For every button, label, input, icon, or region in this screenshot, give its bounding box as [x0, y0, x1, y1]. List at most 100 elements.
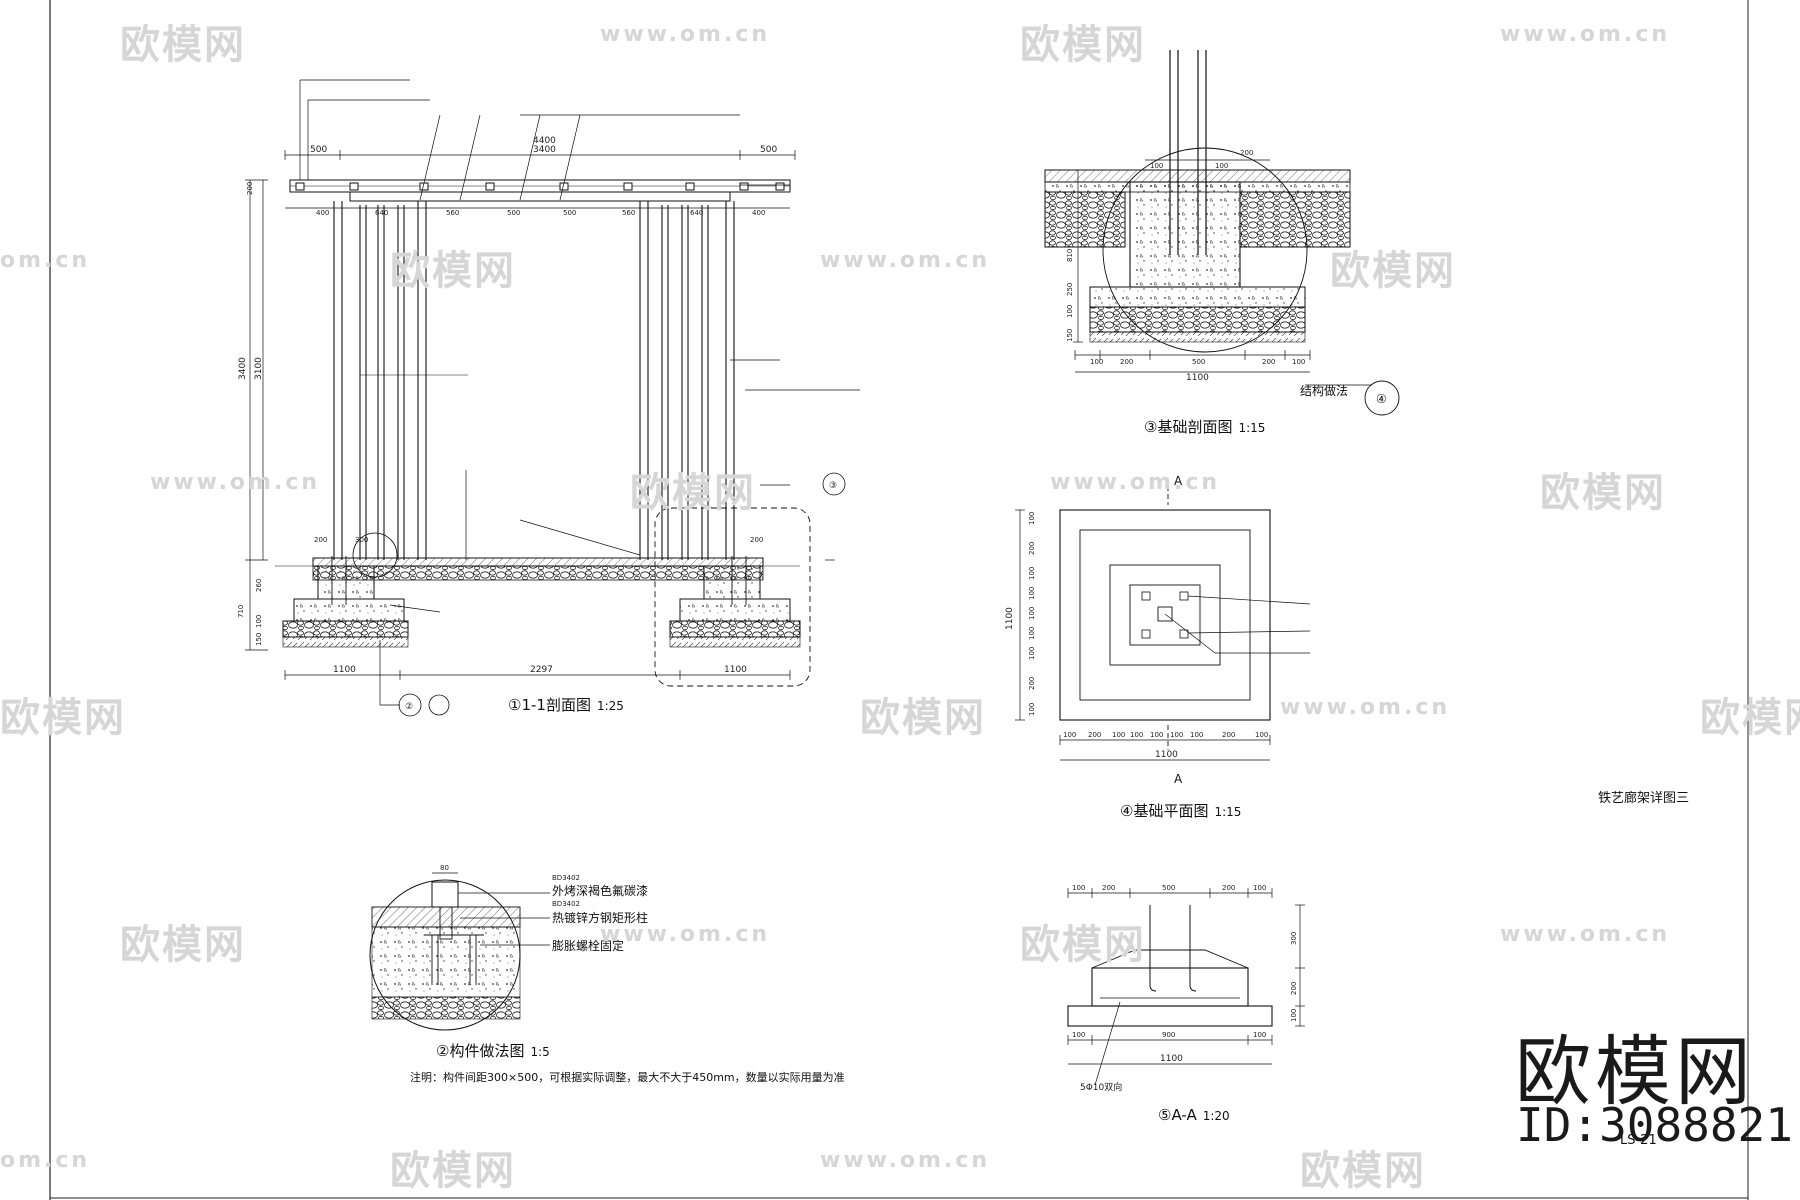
aa-dim-top-5: 100: [1253, 884, 1266, 892]
watermark-url: www.om.cn: [820, 1148, 991, 1173]
fs-dim-top-2: 100: [1150, 162, 1163, 170]
fp-dim-6: 100: [1170, 731, 1183, 739]
fp-dim-left-6: 100: [1028, 627, 1036, 640]
section-1-1-dims: 500 4400 3400 500 400 640 560 500 500 56…: [237, 136, 837, 712]
fs-dim-1: 100: [1090, 358, 1103, 366]
dim-left-6: 100: [255, 615, 263, 628]
watermark-logo: 欧模网: [860, 695, 986, 741]
dim-bottom-1: 1100: [333, 665, 356, 675]
watermark-url: www.om.cn: [1500, 922, 1671, 947]
dim-spacing-4: 500: [507, 209, 520, 217]
aa-dim-right-1: 300: [1290, 932, 1298, 945]
brand-logo: 欧模网: [1515, 1027, 1755, 1116]
fp-dim-7: 100: [1190, 731, 1203, 739]
fp-dim-left-4: 100: [1028, 587, 1036, 600]
dim-spacing-6: 560: [622, 209, 635, 217]
dim-base-3: 200: [750, 536, 763, 544]
component-label-paint: 外烤深褐色氟碳漆: [552, 883, 648, 898]
dim-bottom-3: 1100: [724, 665, 747, 675]
aa-dim-top-4: 200: [1222, 884, 1235, 892]
structure-label: 结构做法: [1300, 383, 1348, 398]
caption-scale: 1:15: [1214, 805, 1242, 819]
dim-top-right: 500: [760, 145, 777, 155]
sheet-border: [49, 0, 1749, 1200]
fp-dim-3: 100: [1112, 731, 1125, 739]
caption-number: ⑤: [1158, 1106, 1172, 1124]
watermark-logo: 欧模网: [1700, 695, 1800, 741]
fp-dim-left-7: 100: [1028, 647, 1036, 660]
component-dim: 80: [440, 864, 449, 872]
component-code-2: BD3402: [552, 900, 580, 908]
watermark-url: www.om.cn: [600, 922, 771, 947]
watermark-url: www.om.cn: [150, 470, 321, 495]
caption-scale: 1:25: [596, 699, 624, 713]
fs-dim-3: 500: [1192, 358, 1205, 366]
fp-dim-9: 100: [1255, 731, 1268, 739]
fs-dim-2: 200: [1120, 358, 1133, 366]
dim-spacing-3: 560: [446, 209, 459, 217]
fp-dim-left-1: 100: [1028, 512, 1036, 525]
caption-title: A-A: [1171, 1106, 1197, 1124]
callout-detail-3: ③: [829, 481, 837, 491]
dim-top-left: 500: [310, 145, 327, 155]
dim-left-4: 710: [237, 605, 245, 618]
brand-id: ID:3088821: [1516, 1098, 1793, 1152]
fp-dim-left-3: 100: [1028, 567, 1036, 580]
component-code-1: BD3402: [552, 874, 580, 882]
dim-left-2: 3400: [238, 357, 248, 380]
caption-section-a-a: ⑤A-A 1:20: [1158, 1106, 1230, 1124]
callout-detail-2: ②: [405, 702, 413, 712]
dim-top-inner: 3400: [533, 145, 556, 155]
dim-left-7: 150: [255, 633, 263, 646]
callout-detail-4: ④: [1376, 392, 1387, 406]
fp-dim-8: 200: [1222, 731, 1235, 739]
aa-dim-top-3: 500: [1162, 884, 1175, 892]
dim-left-3: 3100: [254, 357, 264, 380]
aa-rebar-label: 5Φ10双向: [1080, 1081, 1122, 1093]
aa-dim-bottom-2: 900: [1162, 1031, 1175, 1039]
caption-scale: 1:15: [1238, 421, 1266, 435]
component-drawing: [369, 872, 550, 1031]
fs-dim-total: 1100: [1186, 373, 1209, 383]
fp-dim-2: 200: [1088, 731, 1101, 739]
watermark-logo: 欧模网: [630, 470, 756, 516]
fp-dim-left-9: 100: [1028, 703, 1036, 716]
fp-dim-1: 100: [1063, 731, 1076, 739]
caption-scale: 1:20: [1202, 1109, 1230, 1123]
watermark-url: om.cn: [0, 1148, 91, 1173]
dim-base-2: 300: [355, 536, 368, 544]
watermark-url: om.cn: [0, 248, 91, 273]
watermark-logo: 欧模网: [1300, 1148, 1426, 1194]
watermark-logo: 欧模网: [120, 922, 246, 968]
fp-dim-left-total: 1100: [1005, 607, 1015, 630]
fp-dim-left-5: 100: [1028, 607, 1036, 620]
watermark-logo: 欧模网: [1020, 922, 1146, 968]
section-a-a-drawing: [1067, 888, 1305, 1086]
watermark-logo: 欧模网: [1540, 470, 1666, 516]
aa-dim-bottom-1: 100: [1072, 1031, 1085, 1039]
fs-dim-4: 200: [1262, 358, 1275, 366]
caption-number: ②: [436, 1042, 450, 1060]
watermark-logo: 欧模网: [390, 1148, 516, 1194]
section-1-1-drawing: [245, 79, 860, 717]
watermark-logo: 欧模网: [390, 248, 516, 294]
aa-dim-total: 1100: [1160, 1054, 1183, 1064]
sheet-number: LS-21: [1620, 1133, 1657, 1148]
watermark-logo: 欧模网: [0, 695, 126, 741]
dim-spacing-2: 640: [375, 209, 388, 217]
fs-dim-left-1: 810: [1066, 249, 1074, 262]
dim-base-1: 200: [314, 536, 327, 544]
component-label-bolt: 膨胀螺栓固定: [552, 938, 624, 953]
sheet-title: 铁艺廊架详图三: [1598, 791, 1690, 806]
section-mark-top: A: [1174, 474, 1183, 488]
foundation-plan-dims: A A 100 200 100 100 100 100 100 200 100 …: [1005, 474, 1268, 786]
dim-left-1: 200: [246, 182, 254, 195]
component-labels: 80 BD3402 BD3402 外烤深褐色氟碳漆 热镀锌方钢矩形柱 膨胀螺栓固…: [440, 864, 648, 953]
fs-dim-top-3: 100: [1215, 162, 1228, 170]
aa-dim-top-1: 100: [1072, 884, 1085, 892]
fs-dim-top-1: 200: [1240, 149, 1253, 157]
caption-title: 基础平面图: [1133, 802, 1209, 820]
